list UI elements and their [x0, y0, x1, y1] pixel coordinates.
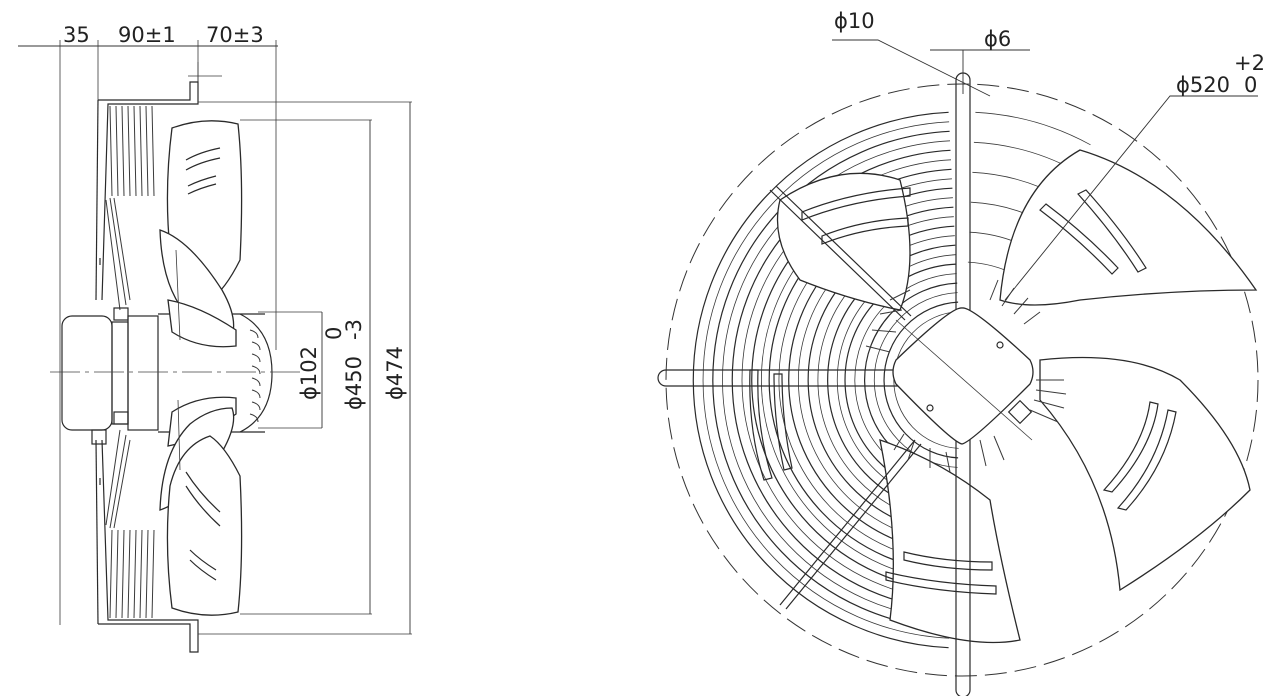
side-view: 35 90±1 70±3	[18, 23, 412, 653]
guard-ring	[722, 140, 951, 620]
guard-fins-bottom	[105, 429, 155, 619]
leader-lines	[832, 39, 1258, 301]
top-dimension-chain	[18, 40, 278, 625]
dim-520-tol-bottom: 0	[1244, 73, 1257, 97]
blade-slots	[749, 187, 1177, 595]
dim-90-label: 90±1	[118, 23, 176, 47]
side-fan-blades	[159, 120, 243, 616]
dim-35-label: 35	[63, 23, 90, 47]
hub-fins	[865, 279, 1067, 473]
right-dimension-lines	[198, 101, 412, 635]
guard-ring	[692, 111, 949, 649]
guard-frame	[95, 81, 199, 653]
front-fan-blades	[749, 149, 1258, 644]
outer-dashed-circle	[665, 83, 1259, 677]
front-view: ϕ10 ϕ6 ϕ520 +2 0	[657, 9, 1265, 696]
guard-ring	[712, 130, 950, 630]
motor-body	[61, 313, 273, 445]
dim-10-label: ϕ10	[834, 9, 875, 33]
dim-6-label: ϕ6	[984, 27, 1011, 51]
dim-450-tol-upper: 0	[322, 327, 346, 340]
dim-520-tol-top: +2	[1234, 51, 1265, 75]
guard-ring	[702, 121, 950, 639]
guard-ring	[883, 301, 959, 459]
dim-450-tol-lower: -3	[342, 319, 366, 340]
dim-474-label: ϕ474	[383, 346, 407, 400]
mounting-bolts	[113, 307, 129, 425]
dim-102-label: ϕ102	[297, 346, 321, 400]
dim-70-label: 70±3	[206, 23, 264, 47]
dim-450-label: ϕ450	[342, 356, 366, 410]
rotor-hub-ribs	[249, 329, 261, 423]
motor-housing	[892, 307, 1034, 445]
dim-520-label: ϕ520	[1176, 73, 1230, 97]
guard-ring	[975, 111, 1091, 146]
guard-fins-top	[105, 105, 155, 311]
